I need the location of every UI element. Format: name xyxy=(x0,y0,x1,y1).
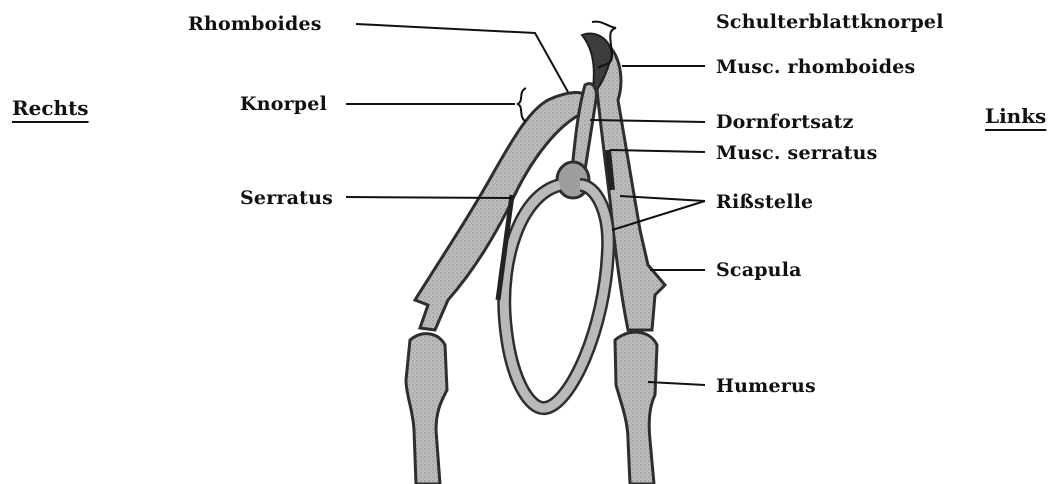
label-musc-rhomboides: Musc. rhomboides xyxy=(716,56,915,78)
label-rhomboides: Rhomboides xyxy=(188,13,322,35)
side-label-left: Links xyxy=(985,104,1046,128)
label-serratus: Serratus xyxy=(240,187,333,209)
label-schulterblattknorpel: Schulterblattknorpel xyxy=(716,11,944,33)
label-dornfortsatz: Dornfortsatz xyxy=(716,111,854,133)
label-knorpel: Knorpel xyxy=(240,93,327,115)
label-scapula: Scapula xyxy=(716,259,802,281)
label-musc-serratus: Musc. serratus xyxy=(716,142,878,164)
serratus-left-line xyxy=(608,150,612,190)
left-humerus xyxy=(615,332,657,484)
label-humerus: Humerus xyxy=(716,375,816,397)
side-label-right: Rechts xyxy=(12,96,89,120)
label-rissstelle: Rißstelle xyxy=(716,191,813,213)
right-humerus xyxy=(406,334,447,484)
